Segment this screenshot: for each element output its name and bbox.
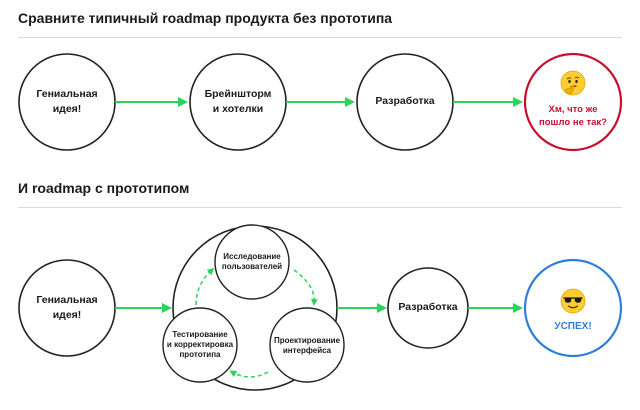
sunglasses-face-icon [560,288,586,314]
node-dev-1-label: Разработка [375,95,435,108]
node-research [214,224,290,300]
node-testing-label: Тестирование и корректировка прототипа [166,330,234,359]
section1-divider [18,37,622,38]
node-fail-label: Хм, что же пошло не так? [539,104,607,128]
thinking-face-icon [560,70,586,96]
node-dev-2-label: Разработка [398,301,458,314]
section2-divider [18,207,622,208]
cycle-arrow-design-to-testing [229,370,269,378]
section2-title: И roadmap с прототипом [18,180,190,196]
node-brainstorm-label: Брейншторм и хотелки [204,87,272,115]
node-design-label: Проектирование интерфейса [273,336,341,355]
node-idea-2-label: Гениальная идея! [36,293,98,321]
node-fail [523,52,623,152]
node-testing [162,307,238,383]
cycle-arrow-research-to-design [293,269,318,306]
section1-title: Сравните типичный roadmap продукта без п… [18,10,393,26]
node-design [269,307,345,383]
node-idea-1-label: Гениальная идея! [36,87,98,115]
node-success-label: УСПЕХ! [554,320,592,332]
node-research-label: Исследование пользователей [221,252,283,271]
cycle-arrow-testing-to-research [195,268,215,306]
